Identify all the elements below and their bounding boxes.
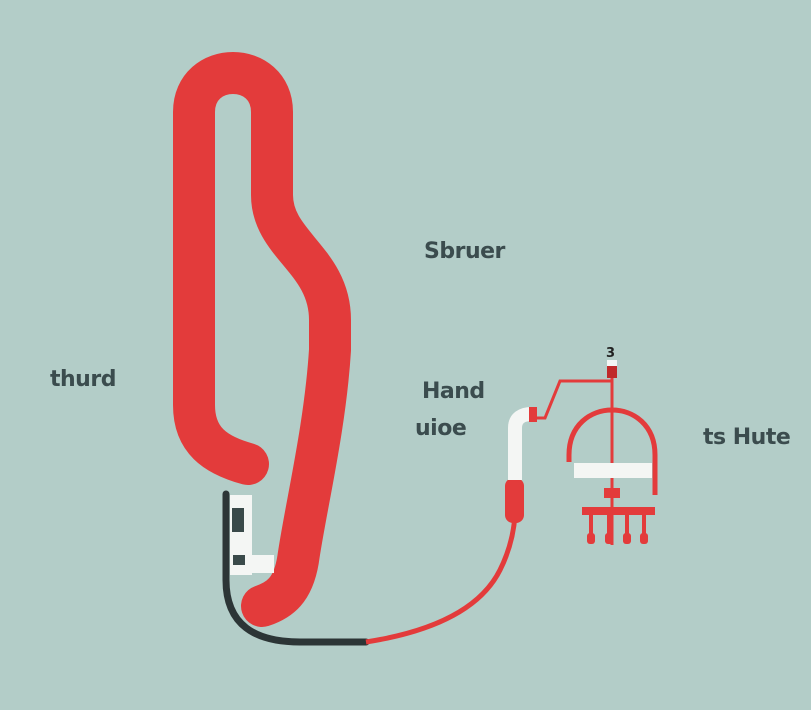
main-hose [173, 52, 351, 627]
valve-tag: 3 [606, 346, 615, 361]
label-hand: Hand [422, 379, 485, 404]
white-pipe [508, 407, 533, 480]
label-ts-hute: ts Hute [703, 425, 791, 450]
label-thurd: thurd [50, 367, 116, 392]
hose-connector [230, 495, 274, 575]
label-uioe: uioe [415, 416, 467, 441]
valve-assembly: 3 [566, 346, 658, 545]
black-cable [222, 490, 370, 646]
label-sbruer: Sbruer [424, 239, 505, 264]
feed-line [537, 379, 612, 420]
pipe-fitting [529, 407, 537, 422]
tube-coupler [505, 478, 524, 523]
red-tube [365, 514, 518, 645]
